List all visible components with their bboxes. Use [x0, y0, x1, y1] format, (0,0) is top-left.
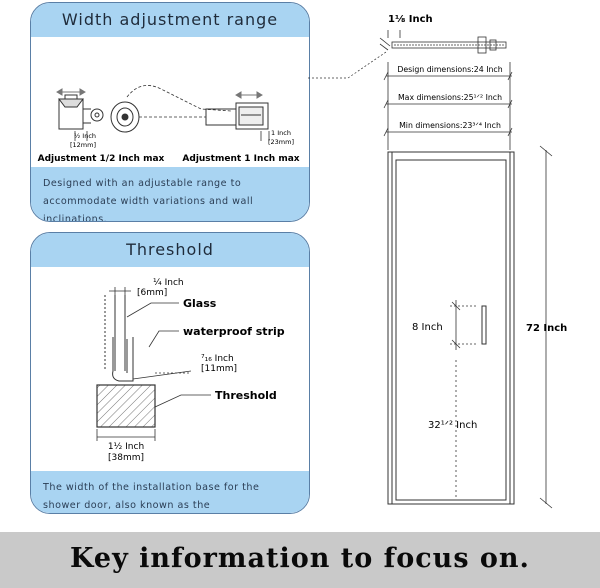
- width-adjustment-description: Designed with an adjustable range to acc…: [31, 167, 309, 221]
- width-adjustment-title: Width adjustment range: [31, 3, 309, 37]
- left-clamp-drawing: [58, 94, 140, 133]
- right-arrow-icon: [235, 91, 263, 99]
- top-dimension-inch: ¼ Inch: [153, 278, 184, 288]
- threshold-block: [96, 384, 156, 428]
- bottom-dimension-mm: [38mm]: [108, 453, 144, 463]
- top-dimension-mm: [6mm]: [137, 288, 167, 298]
- mid-dimension-inch: ⁷₁₆ Inch: [201, 354, 234, 364]
- min-dimension: Min dimensions:23³ᐟ⁴ Inch: [399, 121, 501, 130]
- width-adjustment-diagram: ½ Inch [12mm] 1 Inch [23mm] Adjustment 1…: [38, 85, 300, 164]
- threshold-label: Threshold: [215, 389, 277, 402]
- door-frame: [387, 151, 515, 505]
- glass-pane: [104, 295, 126, 371]
- threshold-panel: Threshold ¼ Inch [6mm]: [30, 232, 310, 514]
- threshold-description: The width of the installation base for t…: [31, 471, 309, 513]
- left-arrow-icon: [56, 88, 86, 96]
- handle-dimension: 8 Inch: [412, 322, 443, 333]
- max-dimension: Max dimensions:25¹ᐟ² Inch: [398, 93, 502, 102]
- right-adjustment-label: Adjustment 1 Inch max: [182, 154, 299, 164]
- handle-height-dimension: 32¹ᐟ² Inch: [428, 420, 477, 431]
- left-dimension-inch: ½ Inch: [74, 132, 96, 140]
- waterproof-strip-label: waterproof strip: [183, 325, 285, 338]
- key-information-banner: Key information to focus on.: [0, 532, 600, 588]
- bottom-dimension-inch: 1½ Inch: [108, 442, 144, 452]
- glass-label: Glass: [183, 297, 217, 310]
- width-adjustment-panel: Width adjustment range: [30, 2, 310, 222]
- detail-leader-line: [308, 51, 387, 79]
- assembly-dashed-line: [126, 85, 232, 112]
- door-handle: [481, 305, 487, 345]
- profile-dimension: 1⅛ Inch: [388, 14, 433, 25]
- left-adjustment-label: Adjustment 1/2 Inch max: [38, 154, 165, 164]
- left-dimension-mm: [12mm]: [70, 141, 96, 149]
- threshold-title: Threshold: [31, 233, 309, 267]
- overall-height-dimension: 72 Inch: [526, 323, 567, 334]
- mid-dimension-mm: [11mm]: [201, 364, 237, 374]
- shower-door-drawing: 1⅛ Inch Design dimensions:24 Inch Max di…: [308, 14, 567, 509]
- right-dimension-mm: [23mm]: [268, 138, 294, 146]
- right-clamp-drawing: [205, 102, 269, 130]
- door-profile-section: [379, 30, 507, 54]
- design-dimension: Design dimensions:24 Inch: [397, 65, 502, 74]
- right-dimension-inch: 1 Inch: [271, 129, 291, 137]
- threshold-diagram: ¼ Inch [6mm] Glass waterproof strip ⁷₁₆ …: [96, 278, 285, 463]
- waterproof-strip: [112, 337, 134, 382]
